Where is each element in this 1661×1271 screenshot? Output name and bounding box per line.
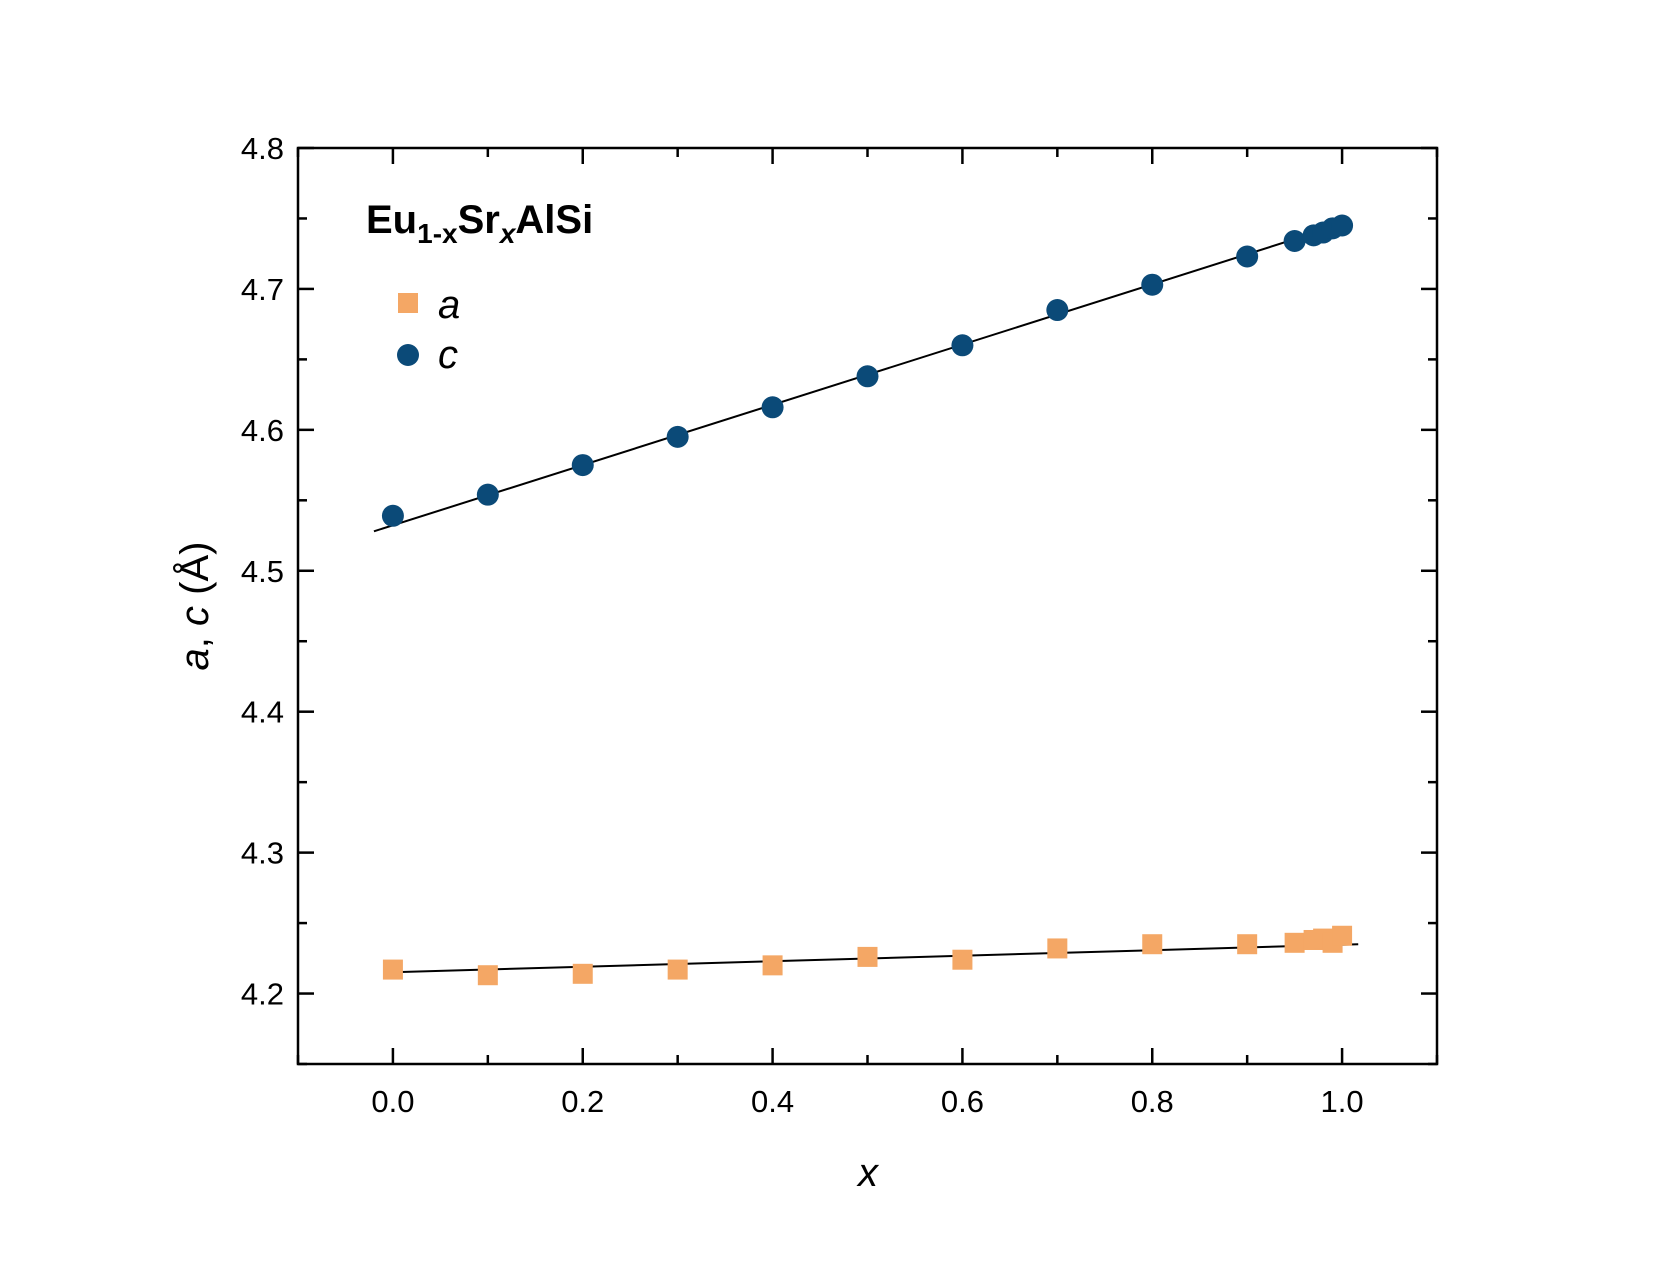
data-point-a: [1284, 932, 1305, 953]
data-point-a: [1332, 925, 1353, 946]
y-tick-label: 4.3: [241, 836, 284, 871]
data-point-a: [572, 963, 593, 984]
data-point-c: [1331, 214, 1354, 237]
data-point-a: [382, 959, 403, 980]
data-point-c: [951, 334, 974, 357]
data-point-c: [761, 396, 784, 419]
y-tick-label: 4.7: [241, 272, 284, 307]
data-point-c: [381, 504, 404, 527]
legend-marker-a: [398, 293, 418, 313]
compound-annotation: Eu1-xSrxAlSi: [366, 198, 593, 249]
data-point-a: [667, 959, 688, 980]
x-tick-label: 0.6: [941, 1084, 984, 1119]
y-tick-label: 4.8: [241, 131, 284, 166]
data-point-c: [476, 483, 499, 506]
y-tick-label: 4.4: [241, 695, 284, 730]
data-point-c: [571, 454, 594, 477]
data-point-a: [762, 955, 783, 976]
x-tick-label: 0.2: [561, 1084, 604, 1119]
data-point-a: [477, 965, 498, 986]
data-point-c: [1283, 230, 1306, 253]
data-point-c: [1046, 299, 1069, 322]
legend-label-c: c: [438, 333, 458, 377]
y-tick-label: 4.2: [241, 977, 284, 1012]
legend-marker-c: [397, 344, 419, 366]
y-tick-label: 4.5: [241, 554, 284, 589]
data-point-a: [1142, 934, 1163, 955]
x-tick-label: 0.4: [751, 1084, 794, 1119]
y-axis-label: a, c (Å): [172, 542, 217, 671]
data-point-c: [666, 425, 689, 448]
data-point-a: [1047, 938, 1068, 959]
x-tick-label: 1.0: [1321, 1084, 1364, 1119]
plot-frame: [296, 146, 1439, 1066]
x-axis-label: x: [856, 1151, 880, 1195]
data-point-a: [1237, 934, 1258, 955]
data-point-a: [857, 946, 878, 967]
data-point-c: [856, 365, 879, 388]
x-tick-label: 0.8: [1131, 1084, 1174, 1119]
x-tick-label: 0.0: [371, 1084, 414, 1119]
y-tick-label: 4.6: [241, 413, 284, 448]
data-point-c: [1141, 273, 1164, 296]
data-point-c: [1236, 245, 1259, 268]
legend-label-a: a: [438, 283, 460, 327]
data-point-a: [952, 949, 973, 970]
